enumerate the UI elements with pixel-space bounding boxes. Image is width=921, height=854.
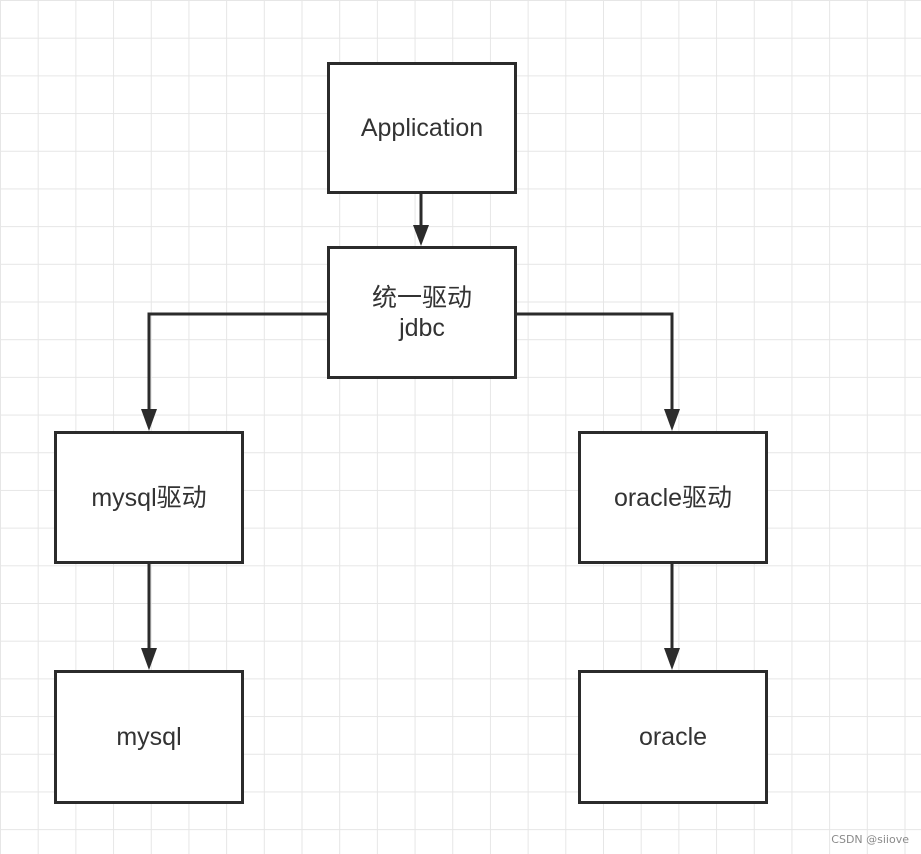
node-mysql-driver-label: mysql驱动: [91, 483, 207, 512]
edge-application-to-jdbc: [413, 193, 429, 246]
edge-mysql-driver-to-mysql: [141, 563, 157, 670]
node-jdbc-label-line2: jdbc: [399, 313, 445, 342]
node-oracle-driver-label: oracle驱动: [613, 483, 733, 512]
node-application-label: Application: [360, 114, 484, 142]
node-oracle[interactable]: oracle: [578, 670, 768, 804]
watermark: CSDN @siiove: [831, 833, 909, 846]
node-application[interactable]: Application: [327, 62, 517, 194]
node-mysql-driver[interactable]: mysql驱动: [54, 431, 244, 564]
edge-jdbc-to-mysql-driver: [141, 312, 328, 431]
edge-oracle-driver-to-oracle: [664, 563, 680, 670]
node-jdbc-unified-driver[interactable]: 统一驱动 jdbc: [327, 246, 517, 379]
node-mysql[interactable]: mysql: [54, 670, 244, 804]
edge-jdbc-to-oracle-driver: [515, 312, 680, 431]
node-oracle-label: oracle: [638, 723, 708, 751]
node-mysql-label: mysql: [116, 723, 182, 751]
node-oracle-driver[interactable]: oracle驱动: [578, 431, 768, 564]
node-jdbc-label-line1: 统一驱动: [371, 283, 472, 312]
